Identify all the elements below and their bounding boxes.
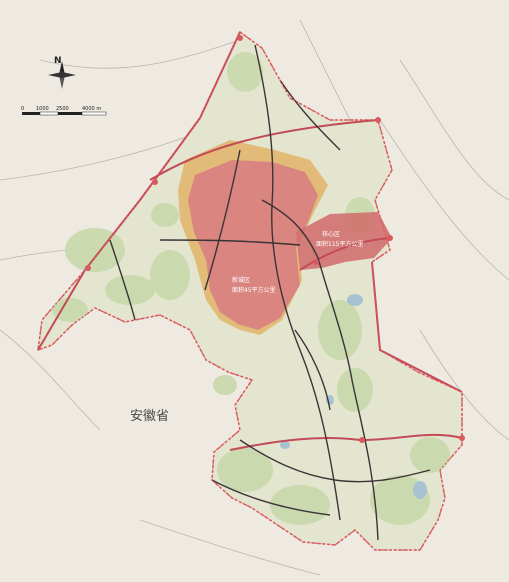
expressways <box>37 31 463 451</box>
roads <box>109 44 431 541</box>
district-boundary <box>37 31 463 551</box>
scale-bar: 0 1000 2500 4000 m <box>21 106 107 116</box>
compass-icon: N <box>48 56 76 89</box>
core-zone-area: 面积115平方公里 <box>316 240 363 248</box>
province-label: 安徽省 <box>130 409 169 424</box>
interchange-markers <box>85 35 465 443</box>
new-zone-area: 面积45平方公里 <box>232 286 276 294</box>
compass-north-label: N <box>54 56 62 66</box>
outer-roads <box>0 19 509 576</box>
scale-tick-2: 2500 <box>56 106 69 112</box>
new-zone-label: 新城区 <box>232 276 250 284</box>
new-zone <box>296 212 392 270</box>
core-zone <box>188 160 318 330</box>
green-spaces <box>52 52 450 525</box>
scale-tick-3: 4000 m <box>82 106 101 112</box>
scale-tick-0: 0 <box>21 106 24 112</box>
scale-tick-1: 1000 <box>36 106 49 112</box>
core-zone-label: 核心区 <box>322 230 340 238</box>
